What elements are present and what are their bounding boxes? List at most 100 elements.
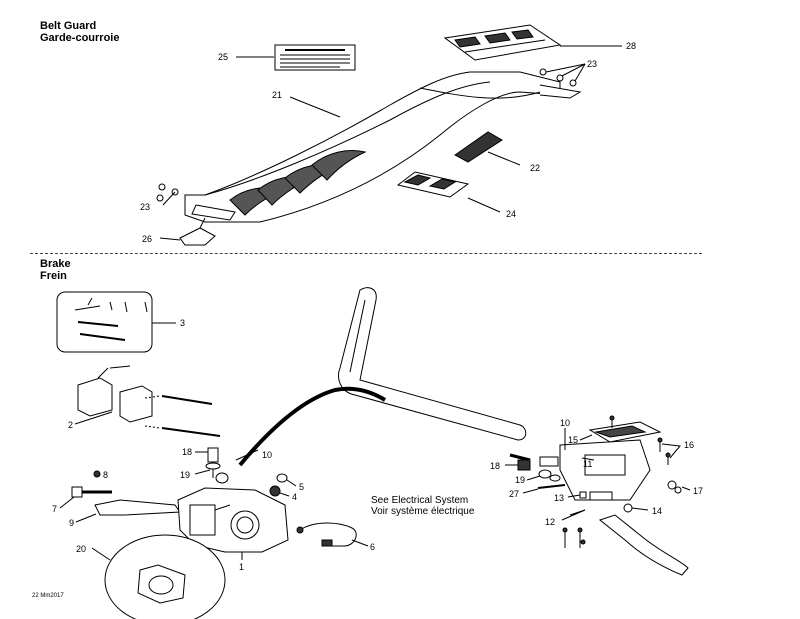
- leader-6: [351, 539, 369, 547]
- brake-hose-10: [238, 386, 387, 467]
- leader-26: [159, 237, 181, 241]
- leader-16: [661, 443, 681, 459]
- banjo-bolt-18-right: [517, 459, 531, 471]
- label-22: [454, 131, 503, 163]
- callout-23-bottom: 23: [140, 202, 150, 212]
- leader-22: [487, 151, 521, 166]
- leader-20: [91, 547, 111, 561]
- handlebar: [338, 287, 527, 441]
- callout-3: 3: [180, 318, 185, 328]
- callout-16: 16: [684, 440, 694, 450]
- callout-18-right: 18: [490, 461, 500, 471]
- leader-13: [567, 494, 581, 498]
- decal-24: [396, 171, 470, 198]
- leader-24: [467, 197, 501, 213]
- leader-21: [289, 96, 341, 118]
- callout-10-right: 10: [560, 418, 570, 428]
- brake-title: Brake Frein: [40, 258, 71, 282]
- callout-15: 15: [568, 435, 578, 445]
- brake-pads-2: [77, 365, 153, 423]
- brake-title-fr: Frein: [40, 270, 67, 282]
- callout-9: 9: [69, 518, 74, 528]
- leader-7: [59, 496, 75, 509]
- callout-4: 4: [292, 492, 297, 502]
- leader-14: [631, 507, 649, 511]
- pin-27: [537, 484, 566, 489]
- callout-5: 5: [299, 482, 304, 492]
- callout-7: 7: [52, 504, 57, 514]
- caliper-1: [177, 487, 289, 553]
- washers-19-right: [538, 469, 561, 482]
- belt-guard-title-fr: Garde-courroie: [40, 32, 120, 44]
- callout-17: 17: [693, 486, 703, 496]
- screws-12: [562, 527, 586, 548]
- washer-13: [579, 491, 587, 499]
- screws-16: [609, 415, 671, 465]
- washers-19-left: [205, 462, 229, 484]
- belt-guard-body-21: [184, 71, 582, 223]
- brake-lever: [598, 514, 689, 576]
- callout-24: 24: [506, 209, 516, 219]
- leader-10-left: [235, 449, 259, 461]
- callout-21: 21: [272, 90, 282, 100]
- callout-28: 28: [626, 41, 636, 51]
- callout-26: 26: [142, 234, 152, 244]
- bolt-7: [71, 486, 112, 498]
- leader-9: [75, 513, 97, 523]
- pin-kit-box-3: [56, 291, 153, 353]
- callout-19-left: 19: [180, 470, 190, 480]
- callout-25: 25: [218, 52, 228, 62]
- callout-1: 1: [239, 562, 244, 572]
- callout-6: 6: [370, 542, 375, 552]
- electrical-note-fr: Voir système électrique: [371, 506, 475, 517]
- nut-14: [623, 503, 633, 513]
- leader-2: [74, 411, 113, 425]
- leader-27: [522, 488, 539, 494]
- belt-guard-title: Belt Guard Garde-courroie: [40, 20, 119, 44]
- leader-19-left: [194, 469, 211, 475]
- callout-20: 20: [76, 544, 86, 554]
- leader-19-right: [526, 475, 541, 481]
- electrical-system-note: See Electrical System Voir système élect…: [371, 495, 474, 517]
- warning-label-25: [274, 44, 356, 71]
- callout-19-right: 19: [515, 475, 525, 485]
- bracket-26: [179, 217, 216, 246]
- master-cylinder-assembly: [559, 421, 682, 501]
- callout-23-top: 23: [587, 59, 597, 69]
- bleeder-cap-5: [276, 473, 288, 483]
- caliper-bracket-9: [94, 499, 181, 516]
- brake-disc-20: [104, 534, 226, 619]
- electrical-note-en: See Electrical System: [371, 495, 469, 506]
- leader-12: [561, 509, 586, 521]
- brake-title-en: Brake: [40, 258, 71, 270]
- hose-fitting-10-right: [509, 453, 559, 467]
- callout-12: 12: [545, 517, 555, 527]
- fitting-8: [93, 470, 101, 478]
- leader-5: [286, 479, 297, 487]
- belt-guard-title-en: Belt Guard: [40, 20, 97, 32]
- callout-22: 22: [530, 163, 540, 173]
- callout-2: 2: [68, 420, 73, 430]
- callout-11: 11: [583, 459, 592, 469]
- leader-4: [279, 492, 290, 497]
- callout-10-left: 10: [262, 450, 272, 460]
- leader-11: [581, 457, 595, 461]
- bleeder-screw-4: [269, 485, 281, 497]
- callout-13: 13: [554, 493, 564, 503]
- leader-23-bottom: [162, 191, 176, 206]
- leader-15: [579, 434, 593, 441]
- wire-harness-6: [296, 522, 357, 547]
- nuts-23-top: [539, 68, 577, 87]
- pad-pins: [144, 395, 221, 437]
- callout-8: 8: [103, 470, 108, 480]
- callout-18-left: 18: [182, 447, 192, 457]
- callout-labels: 25 28 23 21 22 24 23 26 3 2 10 18 19 5 4…: [52, 41, 703, 572]
- date-stamp: 22 Mm2017: [32, 593, 64, 599]
- decal-28: [443, 24, 562, 61]
- leader-17: [681, 486, 691, 491]
- callout-27: 27: [509, 489, 519, 499]
- section-divider: [30, 253, 702, 254]
- callout-14: 14: [652, 506, 662, 516]
- leader-23-top-b: [574, 63, 586, 82]
